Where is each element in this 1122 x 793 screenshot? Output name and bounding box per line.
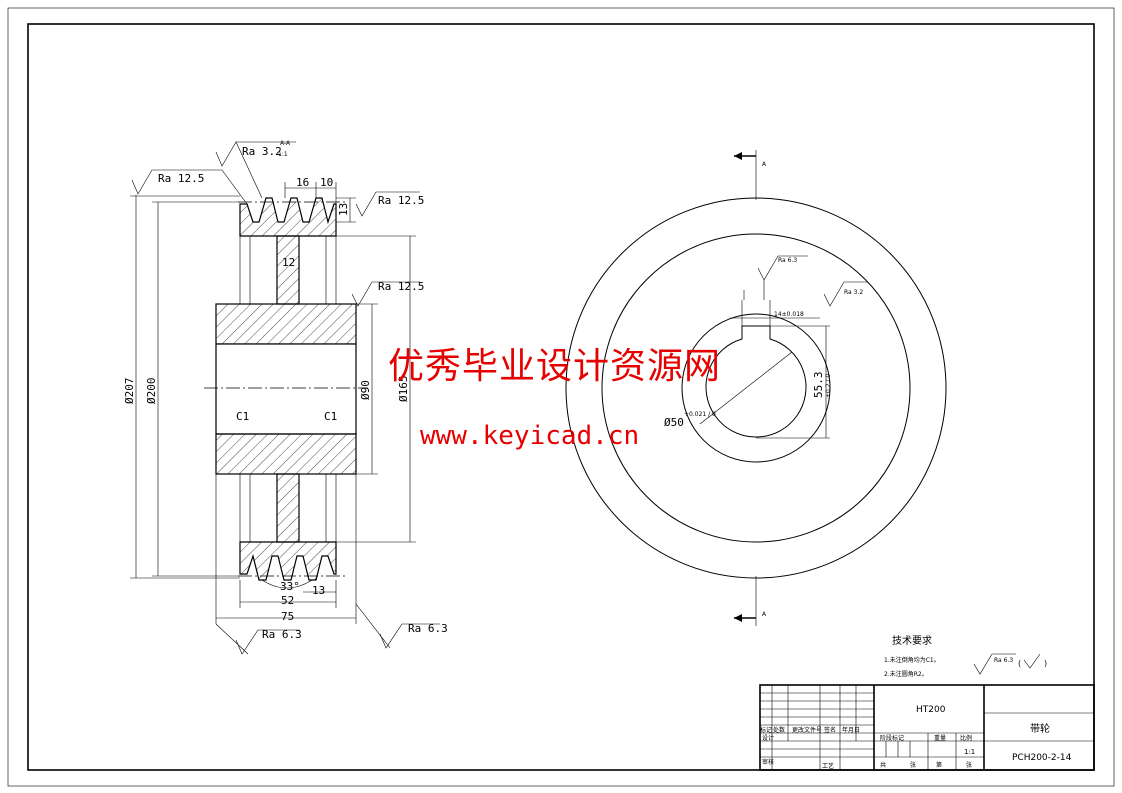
section-mark-bottom: A	[762, 611, 767, 618]
rough-left-label: Ra 12.5	[158, 172, 204, 185]
part-name: 带轮	[1030, 722, 1050, 735]
web-bottom	[276, 473, 300, 543]
scale-header: 比例	[960, 734, 972, 742]
rim-bottom	[239, 541, 337, 581]
section-view: Ra 3.2 A-A 1:1 Ra 12.5 Ra 12.5 Ra 12.5 R…	[123, 140, 448, 655]
rough-hub-label: Ra 3.2	[844, 289, 863, 296]
rough-right-mid-label: Ra 12.5	[378, 280, 424, 293]
dim-groove-width: 10	[320, 176, 333, 189]
row-process: 工艺	[822, 762, 834, 770]
dim-rim-inner-dia: Ø165	[397, 376, 410, 403]
section-scale: 1:1	[278, 151, 288, 158]
outer-circle	[565, 197, 947, 579]
dim-chamfer-right: C1	[324, 410, 337, 423]
tech-roughness: Ra 6.3	[994, 657, 1013, 664]
sheet-no-b: 张	[966, 761, 972, 769]
dim-keyway-depth: 55.3	[812, 372, 825, 399]
tech-item-2: 2.未注圆角R2。	[884, 670, 928, 678]
hdr-date: 年月日	[842, 726, 860, 734]
dim-keyway-width: 14±0.018	[774, 311, 804, 318]
row-design: 设计	[762, 734, 774, 742]
hub-bottom	[215, 433, 357, 475]
dim-width-total: 75	[281, 610, 294, 623]
hub-top	[215, 303, 357, 345]
weight-header: 重量	[934, 734, 946, 742]
hdr-sign: 签名	[824, 726, 836, 734]
drawing-number: PCH200-2-14	[1012, 753, 1072, 763]
dim-width-inner: 52	[281, 594, 294, 607]
row-check: 审核	[762, 758, 774, 766]
rough-key-label: Ra 6.3	[778, 257, 797, 264]
section-label: A-A	[280, 140, 291, 147]
hub-circle	[681, 313, 831, 463]
dim-groove-depth: 13	[337, 203, 350, 216]
bore-with-keyway	[705, 325, 807, 438]
tech-title: 技术要求	[892, 634, 932, 647]
section-mark-top: A	[762, 161, 767, 168]
bore	[215, 343, 357, 435]
dim-bore-tol: +0.021 / 0	[684, 411, 716, 418]
dim-hub-dia: Ø90	[359, 380, 372, 400]
material-label: HT200	[916, 705, 946, 715]
inner-border	[27, 23, 1095, 771]
sheet-no-a: 第	[936, 761, 942, 769]
dim-pitch-dia: Ø200	[145, 378, 158, 405]
dim-bottom-13: 13	[312, 584, 325, 597]
dim-web: 12	[282, 256, 295, 269]
rough-right-top-label: Ra 12.5	[378, 194, 424, 207]
dim-chamfer-left: C1	[236, 410, 249, 423]
tech-roughness-paren-close: )	[1044, 659, 1047, 668]
watermark-url: www.keyicad.cn	[420, 421, 639, 451]
dim-keyway-depth-tol: +0.2 / 0	[825, 374, 832, 398]
rough-top-label: Ra 3.2	[242, 145, 282, 158]
rim-top	[239, 197, 337, 237]
watermark-title: 优秀毕业设计资源网	[388, 346, 721, 387]
scale-value: 1:1	[964, 748, 975, 756]
hdr-change: 更改文件号	[792, 726, 822, 734]
hdr-mark: 标记	[760, 726, 772, 734]
sheet-total-b: 张	[910, 761, 916, 769]
hdr-count: 处数	[773, 726, 785, 734]
sheet-total-a: 共	[880, 761, 886, 769]
tech-roughness-paren: (	[1018, 659, 1021, 668]
pitch-circle	[601, 233, 911, 543]
web-top	[276, 235, 300, 305]
stage-header: 阶段标记	[880, 734, 904, 742]
dim-outer-dia: Ø207	[123, 378, 136, 405]
rough-bottom-right-label: Ra 6.3	[408, 622, 448, 635]
dim-bore: Ø50	[664, 416, 684, 429]
dim-groove-pitch: 16	[296, 176, 309, 189]
front-view: A A Ra 6.3 Ra 3.2 14±0.018 55.3 +0.2 / 0…	[565, 150, 947, 626]
rough-bottom-left-label: Ra 6.3	[262, 628, 302, 641]
tech-item-1: 1.未注倒角均为C1。	[884, 656, 940, 664]
tech-requirements: 技术要求 1.未注倒角均为C1。 2.未注圆角R2。 Ra 6.3 ( )	[884, 634, 1047, 678]
dim-angle: 33°	[280, 580, 300, 593]
title-block: 标记 处数 更改文件号 签名 年月日 设计 审核 工艺 HT200 阶段标记 重…	[759, 684, 1095, 771]
outer-border	[7, 7, 1115, 787]
